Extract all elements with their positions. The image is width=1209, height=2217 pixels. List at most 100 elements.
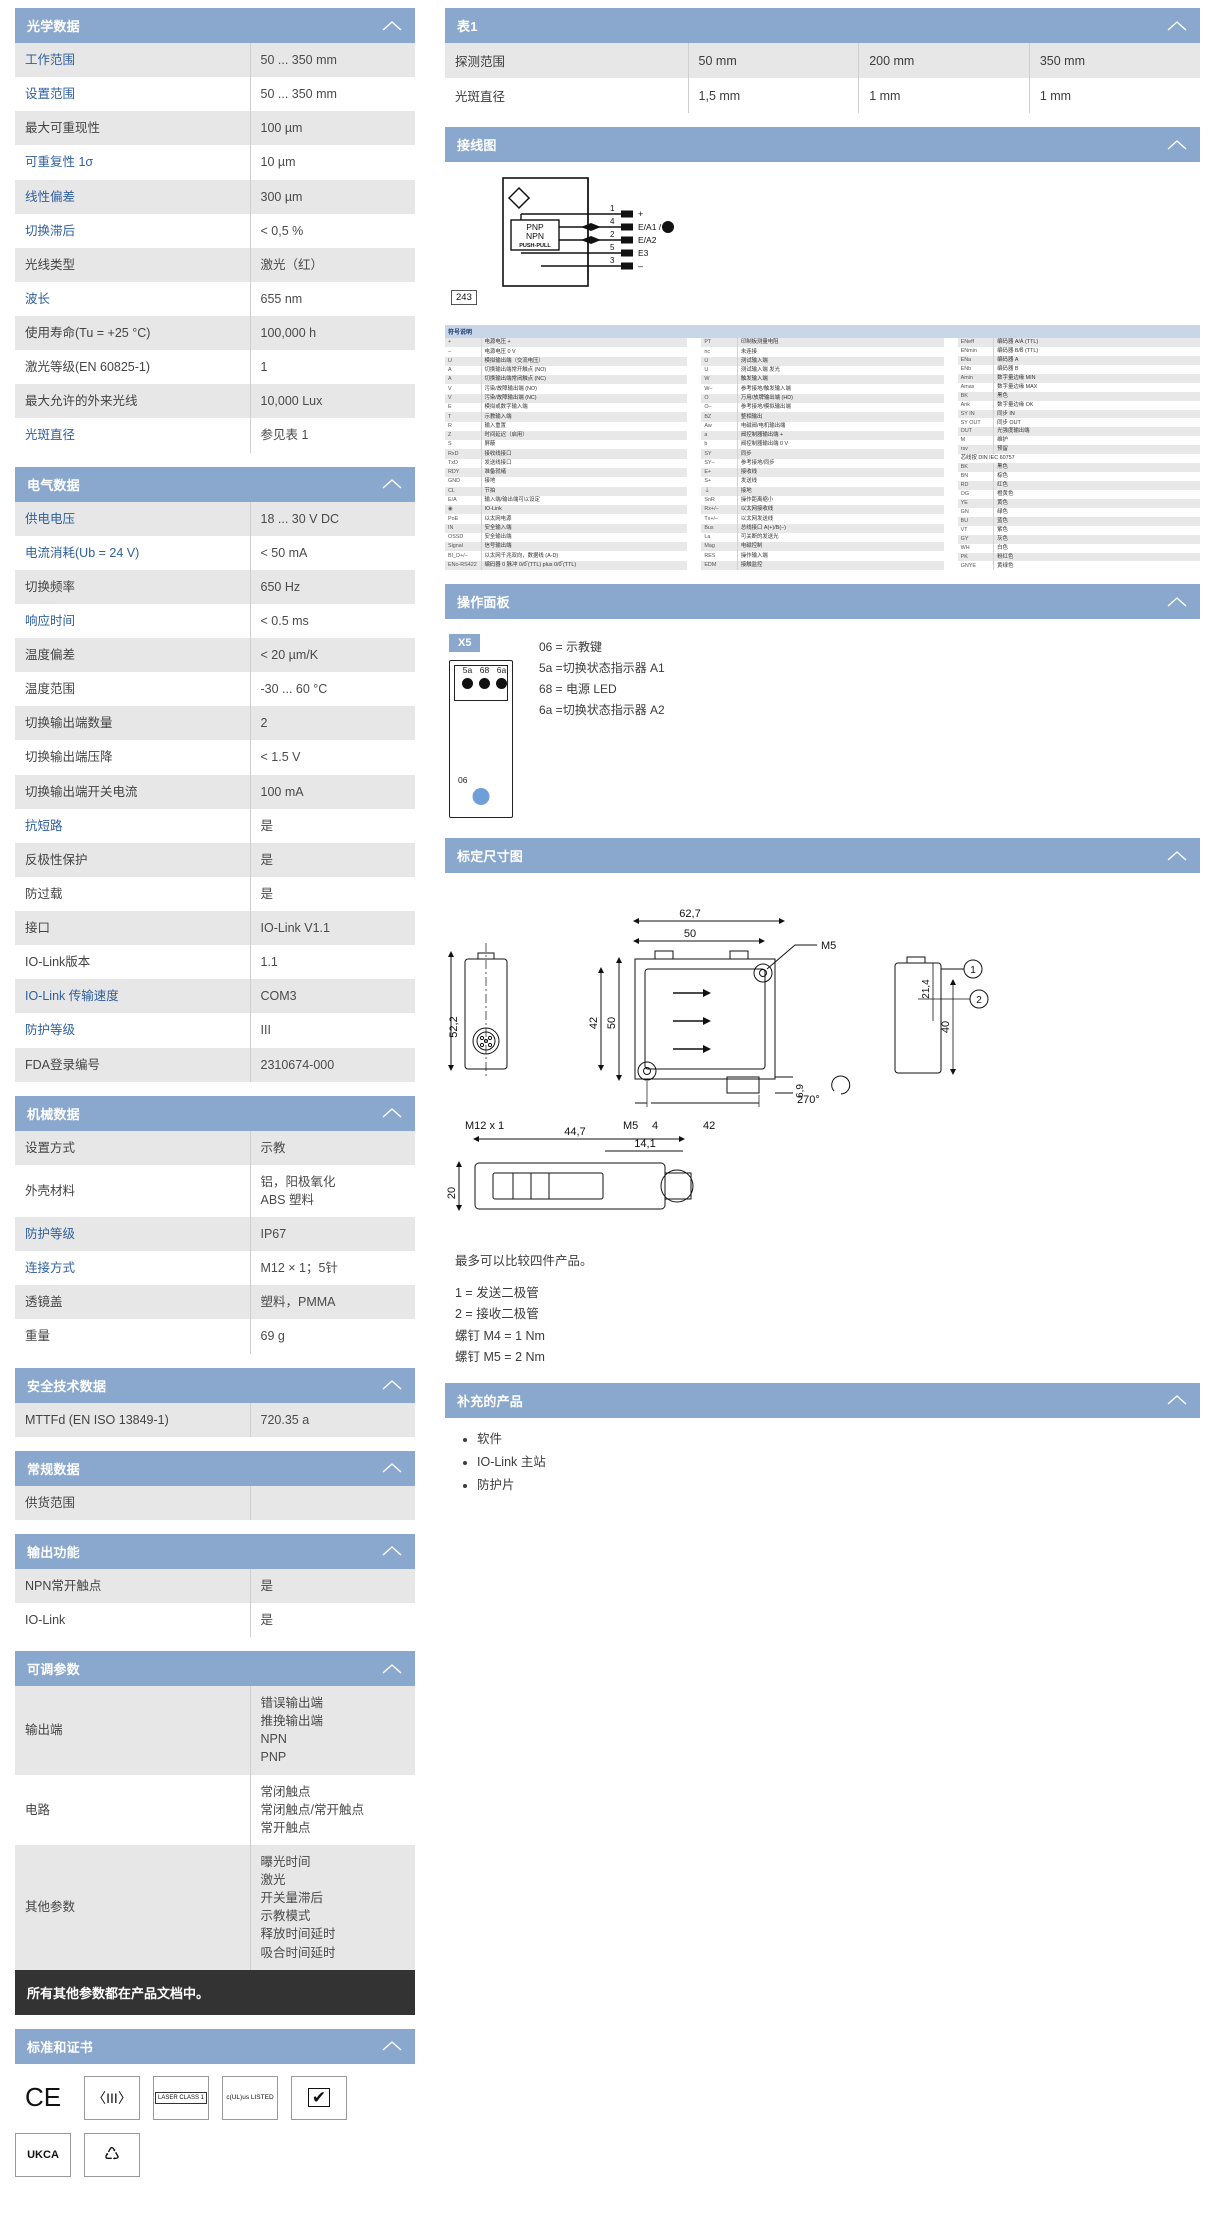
- legend-desc: 电源电压 0 V: [480, 347, 688, 357]
- legend-key: A: [448, 367, 452, 374]
- legend-row: – 电源电压 0 V: [445, 347, 688, 357]
- legend-key: Ank: [960, 401, 970, 408]
- row-label-text: 切换滞后: [25, 223, 76, 238]
- legend-key: –: [448, 348, 451, 355]
- row-label: 电流消耗(Ub = 24 V): [15, 536, 250, 570]
- legend-key: RES: [704, 552, 716, 559]
- table1-grid: 探测范围 50 mm 200 mm 350 mm 光斑直径 1,5 mm 1 m…: [445, 43, 1200, 113]
- chevron-up-icon[interactable]: [1166, 596, 1188, 608]
- row-value: 100 mA: [249, 774, 415, 809]
- legend-key: U: [445, 356, 481, 366]
- table-row: MTTFd (EN ISO 13849-1)720.35 a: [15, 1402, 415, 1437]
- row-label-text: 切换输出端压降: [25, 750, 113, 765]
- chevron-up-icon[interactable]: [381, 20, 403, 32]
- section-header-optical[interactable]: 光学数据: [15, 8, 415, 43]
- legend-desc: 以太网千兆双向，数据线 (A-D): [480, 551, 688, 561]
- legend-desc: 编码器 A/Ā (TTL): [993, 338, 1200, 347]
- panel-tag-x5: X5: [449, 634, 481, 653]
- section-header-safety[interactable]: 安全技术数据: [15, 1367, 415, 1403]
- chevron-up-icon[interactable]: [1166, 1394, 1188, 1406]
- section-header-certificates[interactable]: 标准和证书: [15, 2028, 415, 2064]
- spec-table-general: 供货范围: [15, 1485, 415, 1520]
- section-header-table1[interactable]: 表1: [445, 8, 1200, 43]
- legend-desc: 阀控制器输出端 0 V: [736, 440, 944, 450]
- row-label-text: IO-Link 传输速度: [25, 989, 119, 1004]
- legend-desc: 测试输入端: [736, 356, 944, 366]
- legend-desc: 节拍: [480, 486, 688, 496]
- row-label-text: 连接方式: [25, 1261, 76, 1276]
- legend-desc: 接触监控: [736, 560, 944, 571]
- chevron-up-icon[interactable]: [381, 1379, 403, 1391]
- led-number-labels: 5a 68 6a: [461, 665, 508, 675]
- section-header-dimensions[interactable]: 标定尺寸图: [445, 838, 1200, 874]
- note-bar: 所有其他参数都在产品文档中。: [15, 1969, 415, 2015]
- row-label: 探测范围: [445, 43, 689, 78]
- list-item[interactable]: IO-Link 主站: [477, 1451, 1200, 1474]
- chevron-up-icon[interactable]: [381, 1663, 403, 1675]
- legend-row: BI_D+/–以太网千兆双向，数据线 (A-D): [445, 551, 688, 561]
- svg-text:1: 1: [610, 204, 615, 213]
- row-value: 720.35 a: [249, 1402, 415, 1437]
- chevron-up-icon[interactable]: [381, 1462, 403, 1474]
- section-title: 标准和证书: [27, 2039, 94, 2055]
- dim-label-20: 20: [446, 1187, 458, 1199]
- legend-desc: 万用/放牌输出端 (HD): [736, 393, 944, 403]
- chevron-up-icon[interactable]: [381, 478, 403, 490]
- chevron-up-icon[interactable]: [381, 2040, 403, 2052]
- legend-desc: 发送线: [736, 477, 944, 487]
- section-header-general[interactable]: 常规数据: [15, 1450, 415, 1486]
- legend-desc: 污染/故障输出端 (NO): [480, 384, 688, 394]
- section-header-output-function[interactable]: 输出功能: [15, 1533, 415, 1569]
- table-row: 外壳材料铝，阳极氧化 ABS 塑料: [15, 1164, 415, 1217]
- list-item[interactable]: 防护片: [477, 1474, 1200, 1497]
- legend-row: W–参考接地/触发输入端: [701, 384, 944, 394]
- dim-label-40: 40: [940, 1021, 952, 1033]
- dimension-notes: 最多可以比较四件产品。 1 = 发送二极管 2 = 接收二极管 螺钉 M4 = …: [445, 1241, 1200, 1369]
- section-header-electrical[interactable]: 电气数据: [15, 466, 415, 502]
- chevron-up-icon[interactable]: [381, 1545, 403, 1557]
- dimension-note-lead: 最多可以比较四件产品。: [455, 1254, 593, 1269]
- row-value: 1: [249, 350, 415, 385]
- row-label-text: 防过载: [25, 886, 63, 901]
- row-value: M12 × 1；5针: [249, 1251, 415, 1286]
- legend-desc: 输入重置: [480, 421, 688, 431]
- legend-key: Tx+/–: [704, 515, 718, 522]
- svg-text:E3: E3: [638, 248, 649, 258]
- section-header-oppanel[interactable]: 操作面板: [445, 584, 1200, 620]
- legend-key: R: [448, 422, 452, 429]
- chevron-up-icon[interactable]: [1166, 139, 1188, 151]
- section-header-supplementary[interactable]: 补充的产品: [445, 1382, 1200, 1418]
- row-value: 激光（红）: [249, 247, 415, 282]
- legend-desc: 安全输出端: [480, 532, 688, 543]
- chevron-up-icon[interactable]: [381, 1107, 403, 1119]
- teach-button-icon[interactable]: [472, 788, 490, 806]
- row-label-text: 设置范围: [25, 87, 76, 102]
- legend-key: WH: [960, 544, 970, 551]
- legend-line: 06 = 示教键: [539, 640, 603, 655]
- row-label: 设置方式: [15, 1130, 250, 1165]
- row-value: 塑料，PMMA: [249, 1285, 415, 1320]
- table-row: 温度范围-30 ... 60 °C: [15, 672, 415, 707]
- row-value: < 0,5 %: [249, 213, 415, 248]
- list-item[interactable]: 软件: [477, 1428, 1200, 1451]
- row-label-text: 可重复性 1σ: [25, 155, 94, 170]
- chevron-up-icon[interactable]: [1166, 20, 1188, 32]
- chevron-up-icon[interactable]: [1166, 850, 1188, 862]
- legend-desc: 编码器 A: [993, 355, 1200, 365]
- section-header-adjustable[interactable]: 可调参数: [15, 1651, 415, 1686]
- svg-text:–: –: [638, 261, 643, 271]
- legend-key: GNYE: [960, 562, 976, 569]
- section-header-wiring[interactable]: 接线图: [445, 127, 1200, 162]
- section-header-mechanical[interactable]: 机械数据: [15, 1095, 415, 1131]
